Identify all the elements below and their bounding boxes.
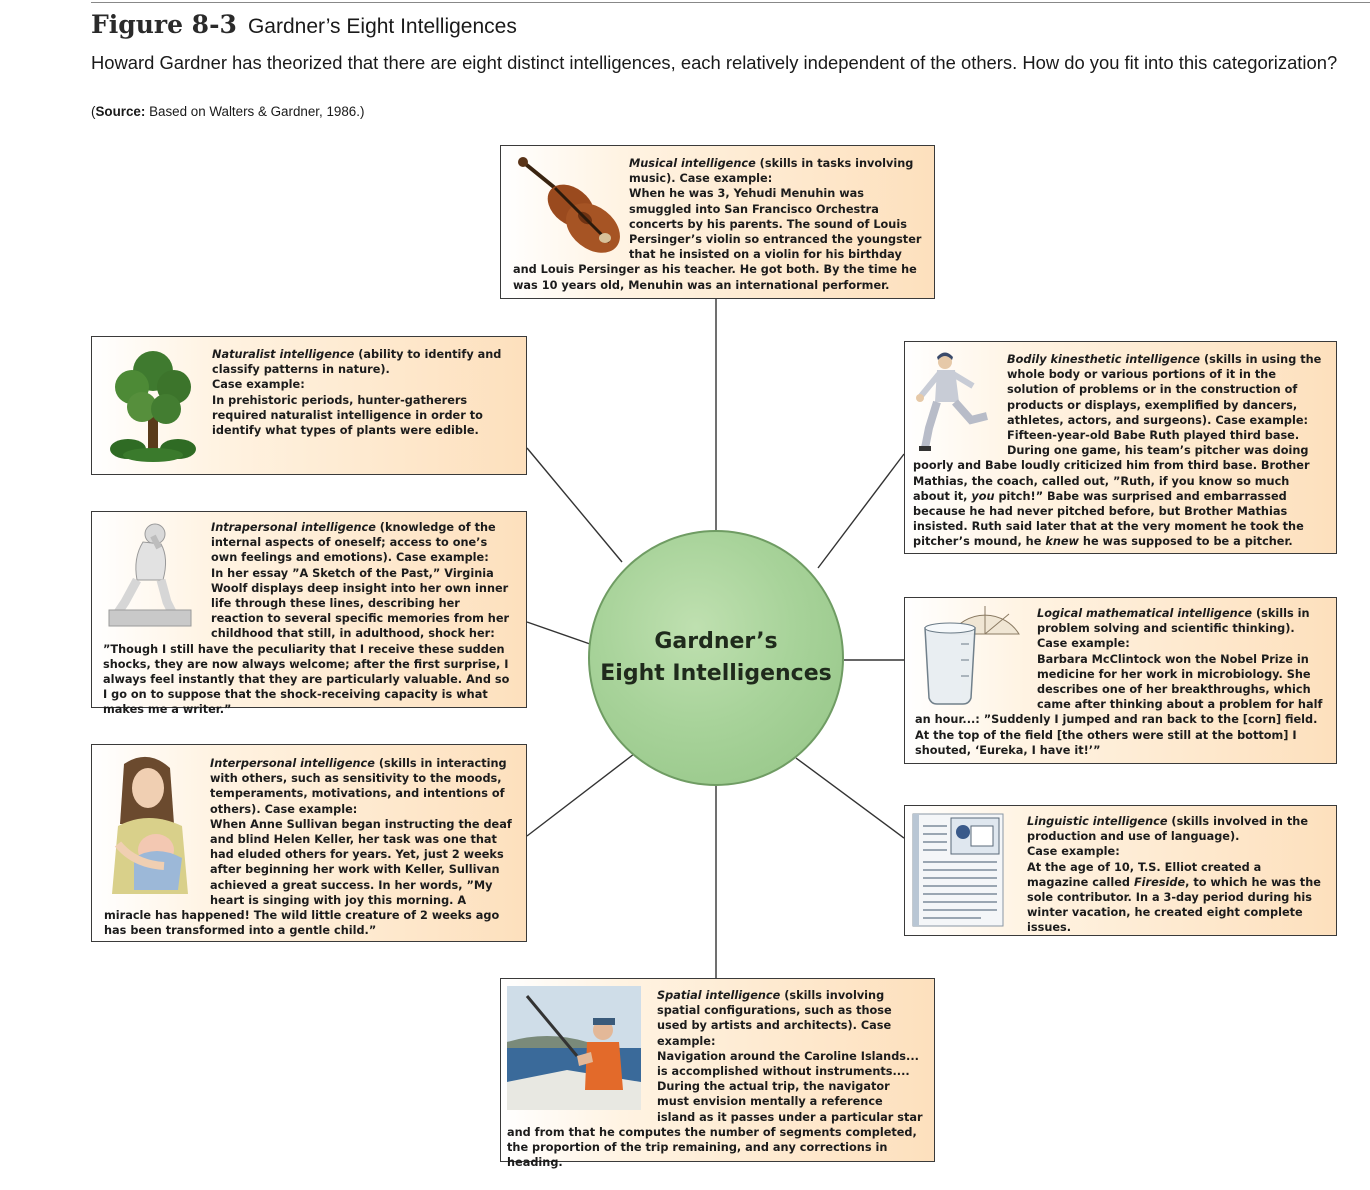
hub-line-1: Gardner’s <box>654 629 778 654</box>
navigator-boat-icon <box>507 986 641 1110</box>
spatial-case-label: Case example: <box>657 1019 892 1048</box>
bodily-example-em1: you <box>971 489 995 503</box>
intrapersonal-desc: (knowledge of the internal aspects of on… <box>211 521 496 565</box>
card-spatial: Spatial intelligence (skills involving s… <box>500 978 935 1169</box>
linguistic-case-label: Case example: <box>1027 845 1120 859</box>
interpersonal-desc: (skills in interacting with others, such… <box>210 757 507 816</box>
figure-source: (Source: Based on Walters & Gardner, 198… <box>91 104 365 119</box>
tree-icon <box>110 351 196 462</box>
card-intrapersonal: Intrapersonal intelligence (knowledge of… <box>91 511 527 716</box>
logical-case-label: Case example: <box>1037 637 1130 651</box>
card-linguistic: Linguistic intelligence (skills involved… <box>904 805 1337 936</box>
musical-example: When he was 3, Yehudi Menuhin was smuggl… <box>513 187 922 292</box>
mother-child-icon <box>112 756 188 894</box>
bodily-example-em2: knew <box>1045 535 1079 549</box>
logical-desc: (skills in problem solving and scientifi… <box>1037 607 1310 636</box>
connector-bodily <box>817 453 905 569</box>
source-text: Based on Walters & Gardner, 1986. <box>149 104 360 119</box>
magazine-page-icon <box>912 813 1004 927</box>
bodily-desc: (skills in using the whole body or vario… <box>1007 353 1322 427</box>
linguistic-example-b: , to which he was the sole contributor. … <box>1027 875 1321 935</box>
connector-interpersonal <box>526 753 635 837</box>
spatial-example: Navigation around the Caroline Islands..… <box>507 1049 923 1170</box>
intrapersonal-example: In her essay ”A Sketch of the Past,” Vir… <box>103 566 510 717</box>
interpersonal-title: Interpersonal intelligence <box>210 757 375 770</box>
bodily-example-a: Fifteen-year-old Babe Ruth played third … <box>913 429 1310 503</box>
card-interpersonal: Interpersonal intelligence (skills in in… <box>91 744 527 942</box>
hub-line-2: Eight Intelligences <box>600 661 832 686</box>
naturalist-title: Naturalist intelligence <box>212 348 355 361</box>
hub-circle: Gardner’s Eight Intelligences <box>588 530 844 786</box>
spatial-title: Spatial intelligence <box>657 989 781 1002</box>
card-bodily: Bodily kinesthetic intelligence (skills … <box>904 341 1337 554</box>
bodily-example-b: pitch!” Babe was surprised and embarrass… <box>913 489 1304 549</box>
figure-intro: Howard Gardner has theorized that there … <box>91 52 1338 73</box>
bodily-case-label: Case example: <box>1215 413 1309 427</box>
interpersonal-case-label: Case example: <box>264 802 358 816</box>
naturalist-example: In prehistoric periods, hunter-gatherers… <box>212 393 483 438</box>
bodily-title: Bodily kinesthetic intelligence <box>1007 353 1201 366</box>
thinker-statue-icon <box>108 523 192 627</box>
logical-example: Barbara McClintock won the Nobel Prize i… <box>915 652 1323 757</box>
logical-title: Logical mathematical intelligence <box>1037 607 1253 620</box>
linguistic-example-em: Fireside <box>1133 875 1186 889</box>
top-rule <box>91 2 1370 3</box>
bodily-example-c: he was supposed to be a pitcher. <box>1078 535 1293 549</box>
figure-title: Gardner’s Eight Intelligences <box>247 15 517 38</box>
hub-label: Gardner’s Eight Intelligences <box>598 626 834 690</box>
linguistic-example-a: At the age of 10, T.S. Elliot created a … <box>1027 860 1262 889</box>
musical-desc: (skills in tasks involving music). <box>629 157 914 186</box>
beaker-protractor-icon <box>924 606 1020 705</box>
card-naturalist: Naturalist intelligence (ability to iden… <box>91 336 527 475</box>
violin-icon <box>518 157 620 253</box>
connector-naturalist <box>526 447 623 563</box>
naturalist-desc: (ability to identify and classify patter… <box>212 348 502 377</box>
musical-case-label: Case example: <box>679 172 773 186</box>
card-musical: Musical intelligence (skills in tasks in… <box>500 145 935 299</box>
connector-linguistic <box>795 757 905 839</box>
linguistic-desc: (skills involved in the production and u… <box>1027 815 1309 844</box>
figure-number: Figure 8-3 <box>91 10 237 39</box>
connector-intrapersonal <box>526 621 591 645</box>
linguistic-title: Linguistic intelligence <box>1027 815 1168 828</box>
spatial-desc: (skills involving spatial configurations… <box>657 989 892 1033</box>
interpersonal-example: When Anne Sullivan began instructing the… <box>104 817 512 938</box>
intrapersonal-case-label: Case example: <box>396 551 489 565</box>
baseball-pitcher-icon <box>916 352 988 451</box>
source-label: Source: <box>95 104 146 119</box>
card-logical: Logical mathematical intelligence (skill… <box>904 597 1337 764</box>
musical-title: Musical intelligence <box>629 157 756 170</box>
figure-heading: Figure 8-3 Gardner’s Eight Intelligences <box>91 10 517 39</box>
intrapersonal-title: Intrapersonal intelligence <box>211 521 376 534</box>
naturalist-case-label: Case example: <box>212 378 305 392</box>
